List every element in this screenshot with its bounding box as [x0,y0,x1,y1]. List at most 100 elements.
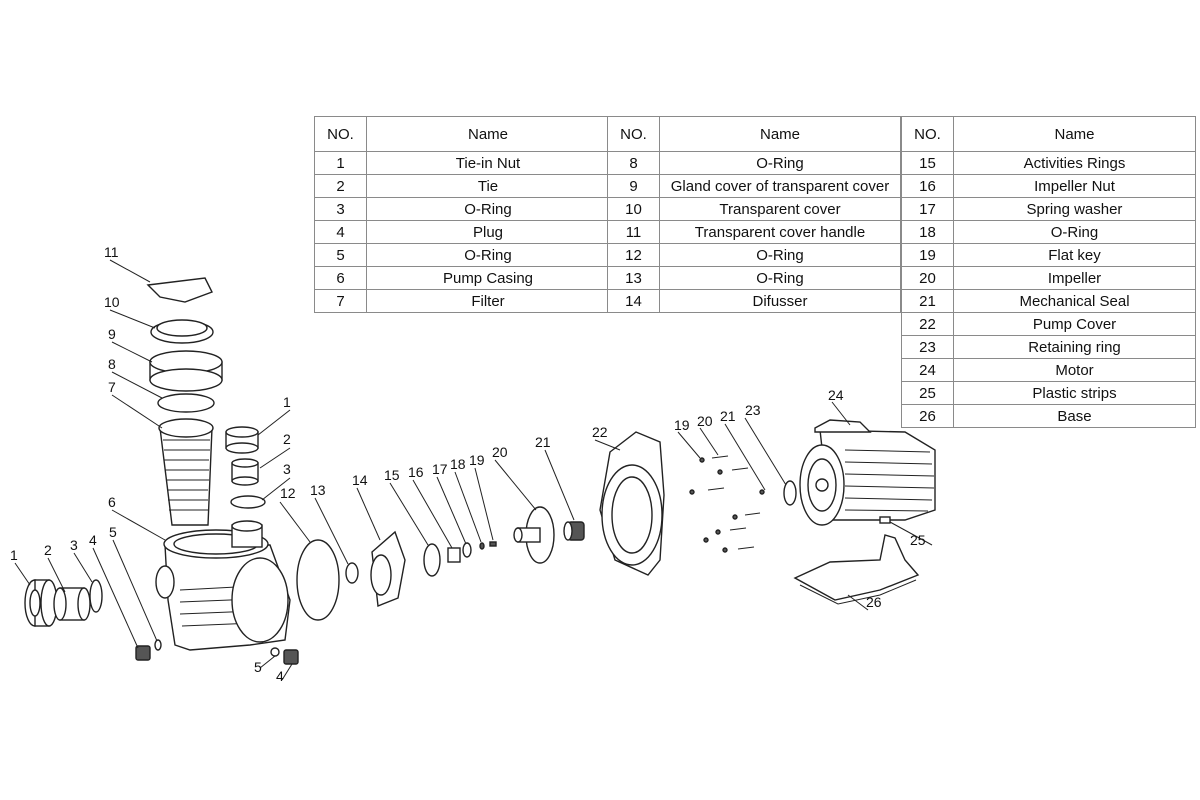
base-drawing [793,534,920,605]
diffuser-drawing [370,530,406,607]
callout-18: 18 [450,456,466,472]
impeller-drawing [513,506,555,564]
callout-5b: 5 [254,659,262,675]
callout-2b: 2 [283,431,291,447]
part-no: 6 [314,266,367,290]
part-name: Base [953,404,1196,428]
part-no: 14 [607,289,660,313]
callout-labels: 1 2 3 4 5 6 7 8 9 10 11 12 13 14 15 16 1… [10,244,926,684]
callout-4: 4 [89,532,97,548]
callout-3: 3 [70,537,78,553]
part-name: Difusser [659,289,901,313]
part-no: 24 [901,358,954,382]
part-name: Transparent cover handle [659,220,901,244]
o-ring-18-drawing [479,542,485,550]
part-name: Impeller [953,266,1196,290]
callout-7: 7 [108,379,116,395]
part-name: O-Ring [953,220,1196,244]
part-no: 7 [314,289,367,313]
part-name: O-Ring [659,243,901,267]
tie-drawing [53,587,91,621]
part-no: 3 [314,197,367,221]
callout-10: 10 [104,294,120,310]
o-ring-5b-drawing [270,647,280,657]
part-no: 8 [607,151,660,175]
plastic-strip-drawing [879,516,891,524]
o-ring-3-drawing [89,579,103,613]
callout-14: 14 [352,472,368,488]
callout-20b: 20 [697,413,713,429]
leader-lines [14,259,933,681]
o-ring-13-drawing [345,562,359,584]
part-name: Spring washer [953,197,1196,221]
pump-cover-drawing [599,431,665,576]
callout-26: 26 [866,594,882,610]
gland-cover-drawing [149,350,223,392]
callout-6: 6 [108,494,116,510]
o-ring-8-drawing [157,393,215,413]
part-no: 1 [314,151,367,175]
callout-8: 8 [108,356,116,372]
callout-13: 13 [310,482,326,498]
part-name: Activities Rings [953,151,1196,175]
part-name: Pump Casing [366,266,610,290]
part-no: 25 [901,381,954,405]
callout-16: 16 [408,464,424,480]
part-no: 15 [901,151,954,175]
callout-25: 25 [910,532,926,548]
transparent-cover-drawing [150,319,214,344]
callout-17: 17 [432,461,448,477]
callout-21b: 21 [720,408,736,424]
part-name: Pump Cover [953,312,1196,336]
table-header-row: NO. Name [607,116,901,152]
callout-21: 21 [535,434,551,450]
callout-9: 9 [108,326,116,342]
part-no: 18 [901,220,954,244]
activities-ring-drawing [423,543,441,577]
callout-20: 20 [492,444,508,460]
part-no: 26 [901,404,954,428]
retaining-ring-drawing [783,480,797,506]
plug-drawing [135,645,299,665]
part-name: Tie-in Nut [366,151,610,175]
callout-3b: 3 [283,461,291,477]
callout-23: 23 [745,402,761,418]
o-ring-12-drawing [296,539,340,621]
tie-in-nut-right-drawing [225,426,259,454]
part-no: 12 [607,243,660,267]
motor-drawing [799,419,936,526]
callout-19: 19 [469,452,485,468]
callout-15: 15 [384,467,400,483]
part-name: Filter [366,289,610,313]
part-name: O-Ring [366,197,610,221]
mechanical-seal-drawing [563,521,585,541]
table-header-row: NO. Name [314,116,610,152]
cover-handle-drawing [146,277,213,303]
o-ring-3b-drawing [230,495,266,509]
callout-24: 24 [828,387,844,403]
part-no: 20 [901,266,954,290]
impeller-nut-drawing [447,547,461,563]
header-name: Name [366,116,610,152]
spring-washer-drawing [462,542,472,558]
callout-1b: 1 [283,394,291,410]
tie-in-nut-drawing [24,579,58,627]
part-name: Plastic strips [953,381,1196,405]
